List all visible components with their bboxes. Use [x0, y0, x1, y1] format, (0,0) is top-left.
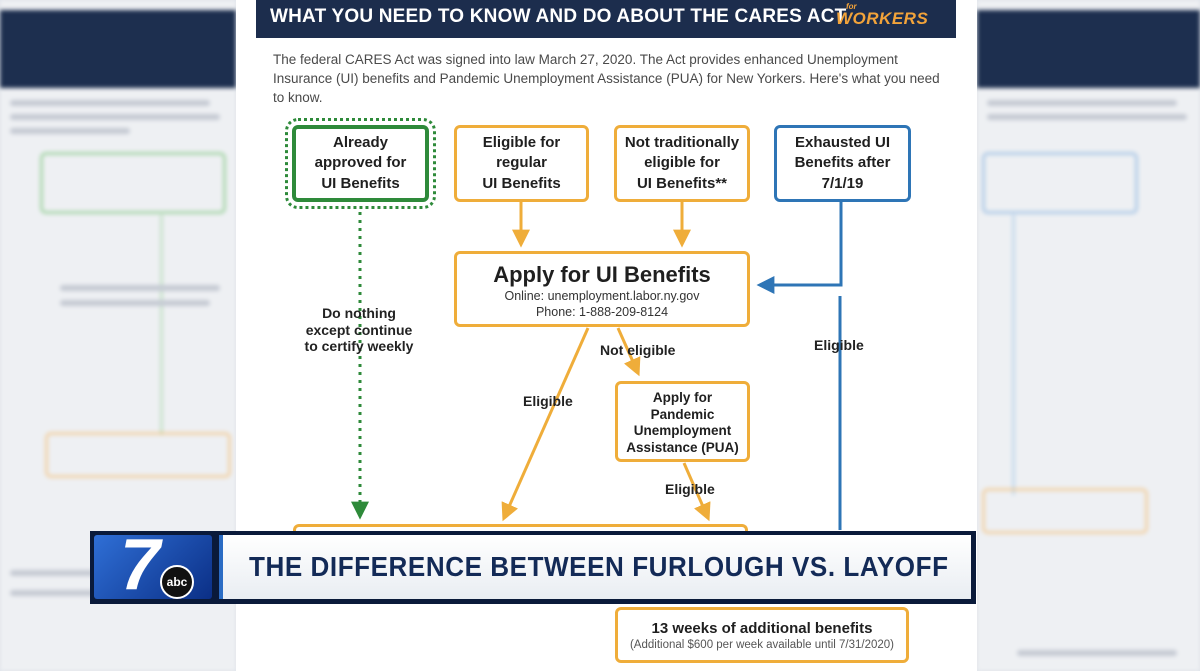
- flyer-title: WHAT YOU NEED TO KNOW AND DO ABOUT THE C…: [270, 6, 847, 27]
- news-lower-third: 7 abc THE DIFFERENCE BETWEEN FURLOUGH VS…: [90, 531, 976, 604]
- blurred-text-line: [10, 114, 220, 120]
- blurred-blue-box: [982, 152, 1138, 214]
- box-not-traditionally-eligible-text: Not traditionally eligible for UI Benefi…: [624, 133, 740, 192]
- box-eligible-regular-text: Eligible for regular UI Benefits: [482, 133, 561, 192]
- box-additional-benefits: 13 weeks of additional benefits (Additio…: [615, 607, 909, 663]
- apply-phone: Phone: 1-888-209-8124: [535, 305, 669, 319]
- headline-text: THE DIFFERENCE BETWEEN FURLOUGH VS. LAYO…: [249, 551, 949, 582]
- box-exhausted-benefits: Exhausted UI Benefits after 7/1/19: [774, 125, 911, 202]
- label-eligible-right: Eligible: [814, 337, 864, 353]
- flowchart-connectors: [351, 202, 843, 530]
- blurred-orange-box: [45, 432, 231, 478]
- apply-online: Online: unemployment.labor.ny.gov: [504, 289, 700, 303]
- headline-panel: THE DIFFERENCE BETWEEN FURLOUGH VS. LAYO…: [219, 535, 971, 599]
- box-apply-pua: Apply for Pandemic Unemployment Assistan…: [615, 381, 750, 462]
- wxyz-7-abc-logo: 7 abc: [94, 535, 212, 599]
- box-already-approved-text: Already approved for UI Benefits: [314, 133, 407, 192]
- note-do-nothing: Do nothing except continue to certify we…: [304, 305, 414, 354]
- additional-benefits-note: (Additional $600 per week available unti…: [629, 639, 895, 651]
- box-eligible-regular: Eligible for regular UI Benefits: [454, 125, 589, 202]
- arrow-pua-eligible: [682, 462, 711, 522]
- workers-logo: WORKERS: [836, 9, 929, 28]
- logo-seven: 7: [120, 535, 161, 599]
- blurred-text-line: [987, 114, 1187, 120]
- blurred-text-line: [10, 128, 130, 134]
- apply-title: Apply for UI Benefits: [493, 262, 711, 287]
- blurred-orange-box: [982, 488, 1148, 534]
- blurred-text-line: [10, 100, 210, 106]
- blurred-text-line: [60, 285, 220, 291]
- blurred-header-band: [977, 10, 1200, 88]
- blurred-text-line: [1017, 650, 1177, 656]
- box-already-approved: Already approved for UI Benefits: [285, 118, 436, 209]
- blurred-green-line: [160, 215, 163, 435]
- box-not-traditionally-eligible: Not traditionally eligible for UI Benefi…: [614, 125, 750, 202]
- flyer-header: WHAT YOU NEED TO KNOW AND DO ABOUT THE C…: [256, 0, 956, 38]
- box-exhausted-benefits-text: Exhausted UI Benefits after 7/1/19: [794, 133, 891, 192]
- arrow-apply-not-eligible: [616, 327, 641, 377]
- abc-logo: abc: [160, 565, 194, 599]
- box-apply-ui-benefits: Apply for UI Benefits Online: unemployme…: [454, 251, 750, 327]
- blurred-text-line: [987, 100, 1177, 106]
- additional-benefits-title: 13 weeks of additional benefits: [651, 620, 873, 637]
- box-apply-pua-text: Apply for Pandemic Unemployment Assistan…: [626, 390, 739, 455]
- blurred-text-line: [60, 300, 210, 306]
- arrow-exhausted-to-apply: [756, 202, 843, 294]
- blurred-green-box: [40, 152, 226, 214]
- label-eligible-pua: Eligible: [665, 481, 715, 497]
- blurred-blue-line: [1012, 215, 1015, 495]
- label-eligible-left: Eligible: [523, 393, 573, 409]
- blurred-header-band: [0, 10, 236, 88]
- label-not-eligible: Not eligible: [600, 342, 676, 358]
- logo-small-text: for: [846, 2, 857, 11]
- intro-paragraph: The federal CARES Act was signed into la…: [273, 52, 940, 105]
- arrow-apply-eligible: [501, 327, 590, 522]
- blurred-right-panel: [977, 0, 1200, 671]
